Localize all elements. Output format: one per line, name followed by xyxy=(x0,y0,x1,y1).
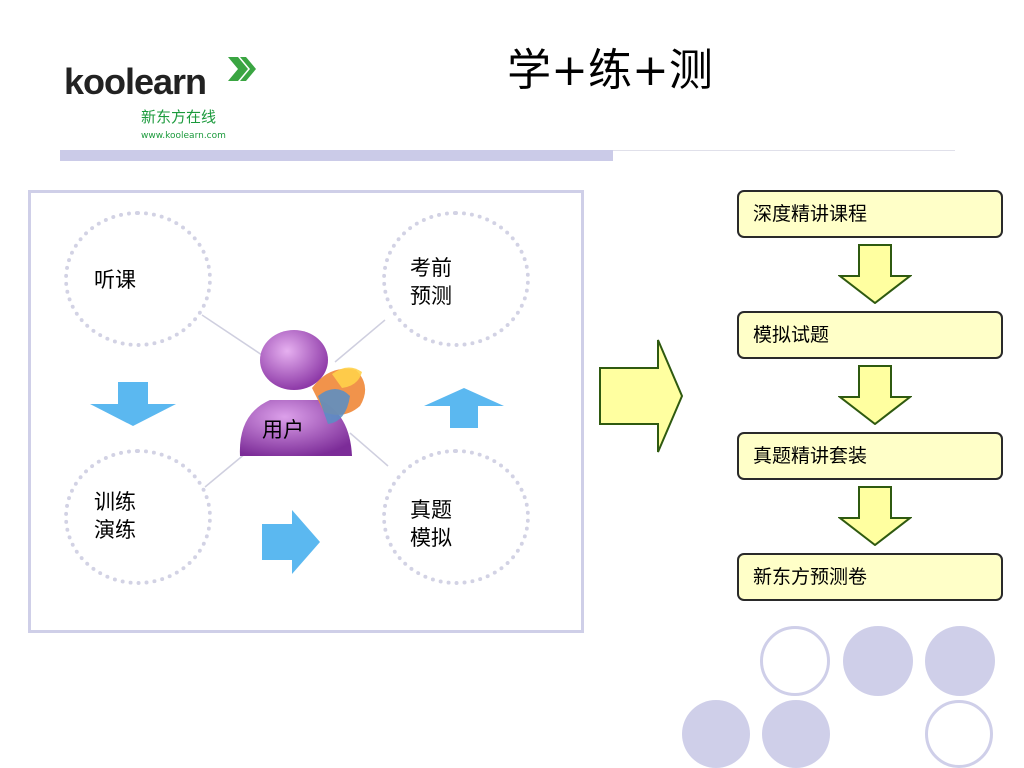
koolearn-logo-wordmark: koolearn xyxy=(64,61,207,102)
decorative-circle xyxy=(762,700,830,768)
flow-step-4: 新东方预测卷 xyxy=(737,553,1003,601)
cycle-node-exam xyxy=(382,211,530,347)
cycle-node-listen-label: 听课 xyxy=(94,268,136,292)
flow-arrow-down-icon xyxy=(838,486,912,546)
arrow-up-icon xyxy=(424,388,504,428)
arrow-right-icon xyxy=(262,510,320,574)
cycle-node-train-label: 训练 演练 xyxy=(94,490,136,542)
decorative-circle xyxy=(843,626,913,696)
learning-cycle-panel xyxy=(28,190,584,633)
big-arrow-right-icon xyxy=(599,339,684,453)
decorative-circle xyxy=(760,626,830,696)
flow-step-1: 深度精讲课程 xyxy=(737,190,1003,238)
arrow-down-icon xyxy=(90,382,176,426)
cycle-node-real xyxy=(382,449,530,585)
flow-step-3: 真题精讲套装 xyxy=(737,432,1003,480)
cycle-node-real-label: 真题 模拟 xyxy=(410,498,452,550)
flow-arrow-down-icon xyxy=(838,365,912,425)
decorative-circle xyxy=(925,626,995,696)
cycle-node-exam-label: 考前 预测 xyxy=(410,256,452,308)
user-center-label: 用户 xyxy=(262,418,304,442)
logo-chinese-name: 新东方在线 xyxy=(141,108,217,126)
double-chevron-icon xyxy=(228,57,256,81)
flow-arrow-down-icon xyxy=(838,244,912,304)
flow-step-2: 模拟试题 xyxy=(737,311,1003,359)
decorative-circle xyxy=(682,700,750,768)
cycle-node-listen xyxy=(64,211,212,347)
decorative-circle xyxy=(925,700,993,768)
slide-title: 学+练+测 xyxy=(507,45,713,96)
header-divider-line xyxy=(613,150,955,151)
header-accent-bar xyxy=(60,150,613,161)
cycle-node-train xyxy=(64,449,212,585)
user-avatar-icon xyxy=(239,330,366,456)
logo-url: www.koolearn.com xyxy=(141,131,226,141)
